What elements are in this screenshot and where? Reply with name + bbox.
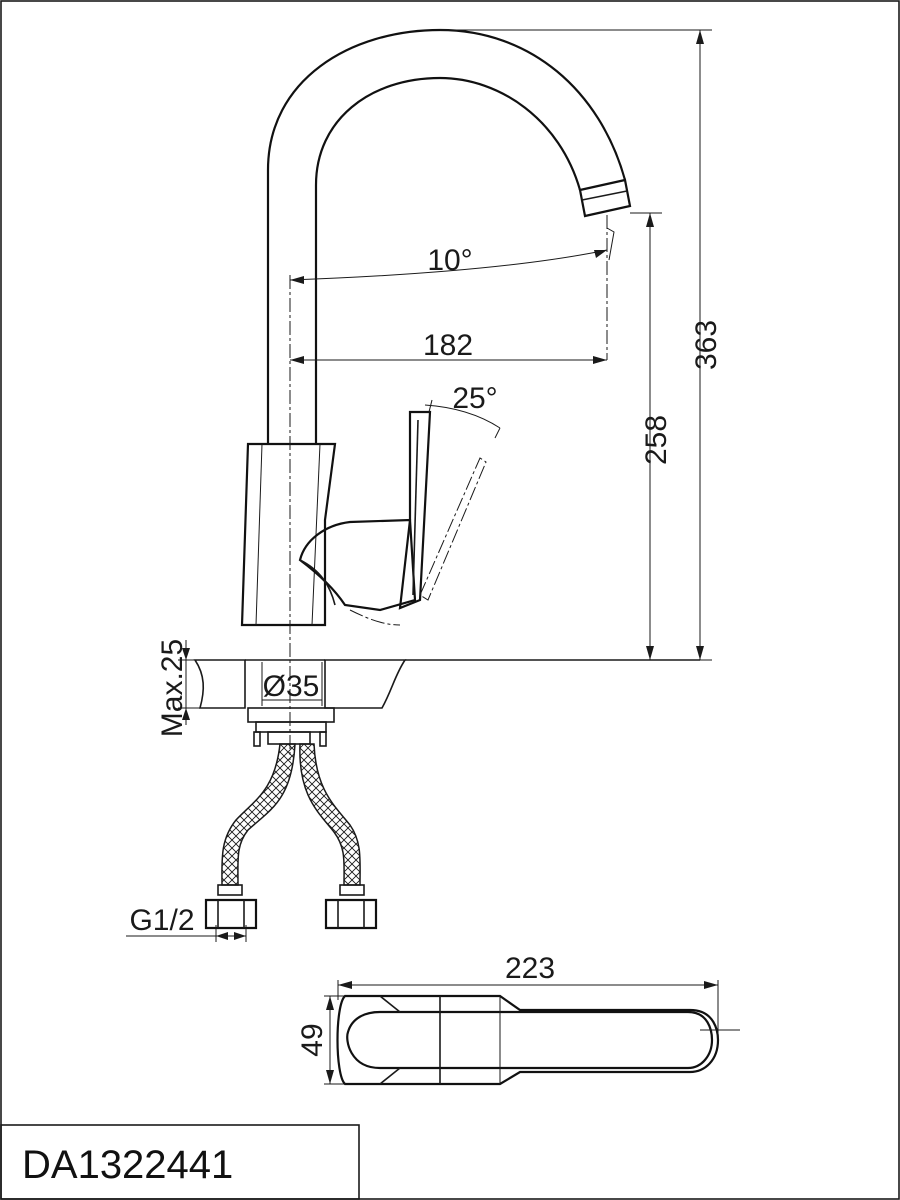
flex-hose-left [221, 743, 296, 886]
dim-label-max-thickness: Max.25 [156, 639, 189, 737]
fitting-right [324, 898, 378, 930]
dim-label-reach: 182 [423, 329, 473, 362]
flex-hose-right [299, 743, 361, 886]
top-view-outline [336, 994, 720, 1086]
dim-label-connection: G1/2 [129, 904, 194, 937]
spout-outer-outline [266, 28, 627, 444]
faucet-side-view [193, 28, 700, 930]
dim-label-hole-diameter: Ø35 [263, 670, 320, 703]
top-view-handle [346, 1010, 714, 1070]
spout-inner-outline [314, 76, 582, 444]
cartridge-housing [298, 518, 417, 612]
dim-label-spout-angle: 10° [427, 244, 472, 277]
countertop-section [193, 659, 246, 709]
faucet-top-view [324, 980, 740, 1086]
model-code: DA1322441 [22, 1143, 233, 1187]
mounting-plate [247, 707, 335, 723]
handle-lever [398, 410, 432, 610]
dim-label-length: 223 [505, 952, 555, 985]
dim-label-lever-angle: 25° [452, 382, 497, 415]
faucet-body [240, 442, 337, 627]
lever-angle-arc [424, 404, 501, 429]
dim-label-width: 49 [296, 1023, 329, 1056]
dim-label-total-height: 363 [690, 320, 723, 370]
mounting-nut [255, 721, 327, 733]
model-code-box [0, 1124, 360, 1200]
fitting-left [204, 898, 258, 930]
dim-label-spout-height: 258 [640, 415, 673, 465]
handle-alternate-position [419, 457, 487, 601]
spout-aerator [578, 178, 632, 218]
dim-arc-spout-angle [289, 249, 608, 281]
dimension-lines [126, 29, 712, 942]
